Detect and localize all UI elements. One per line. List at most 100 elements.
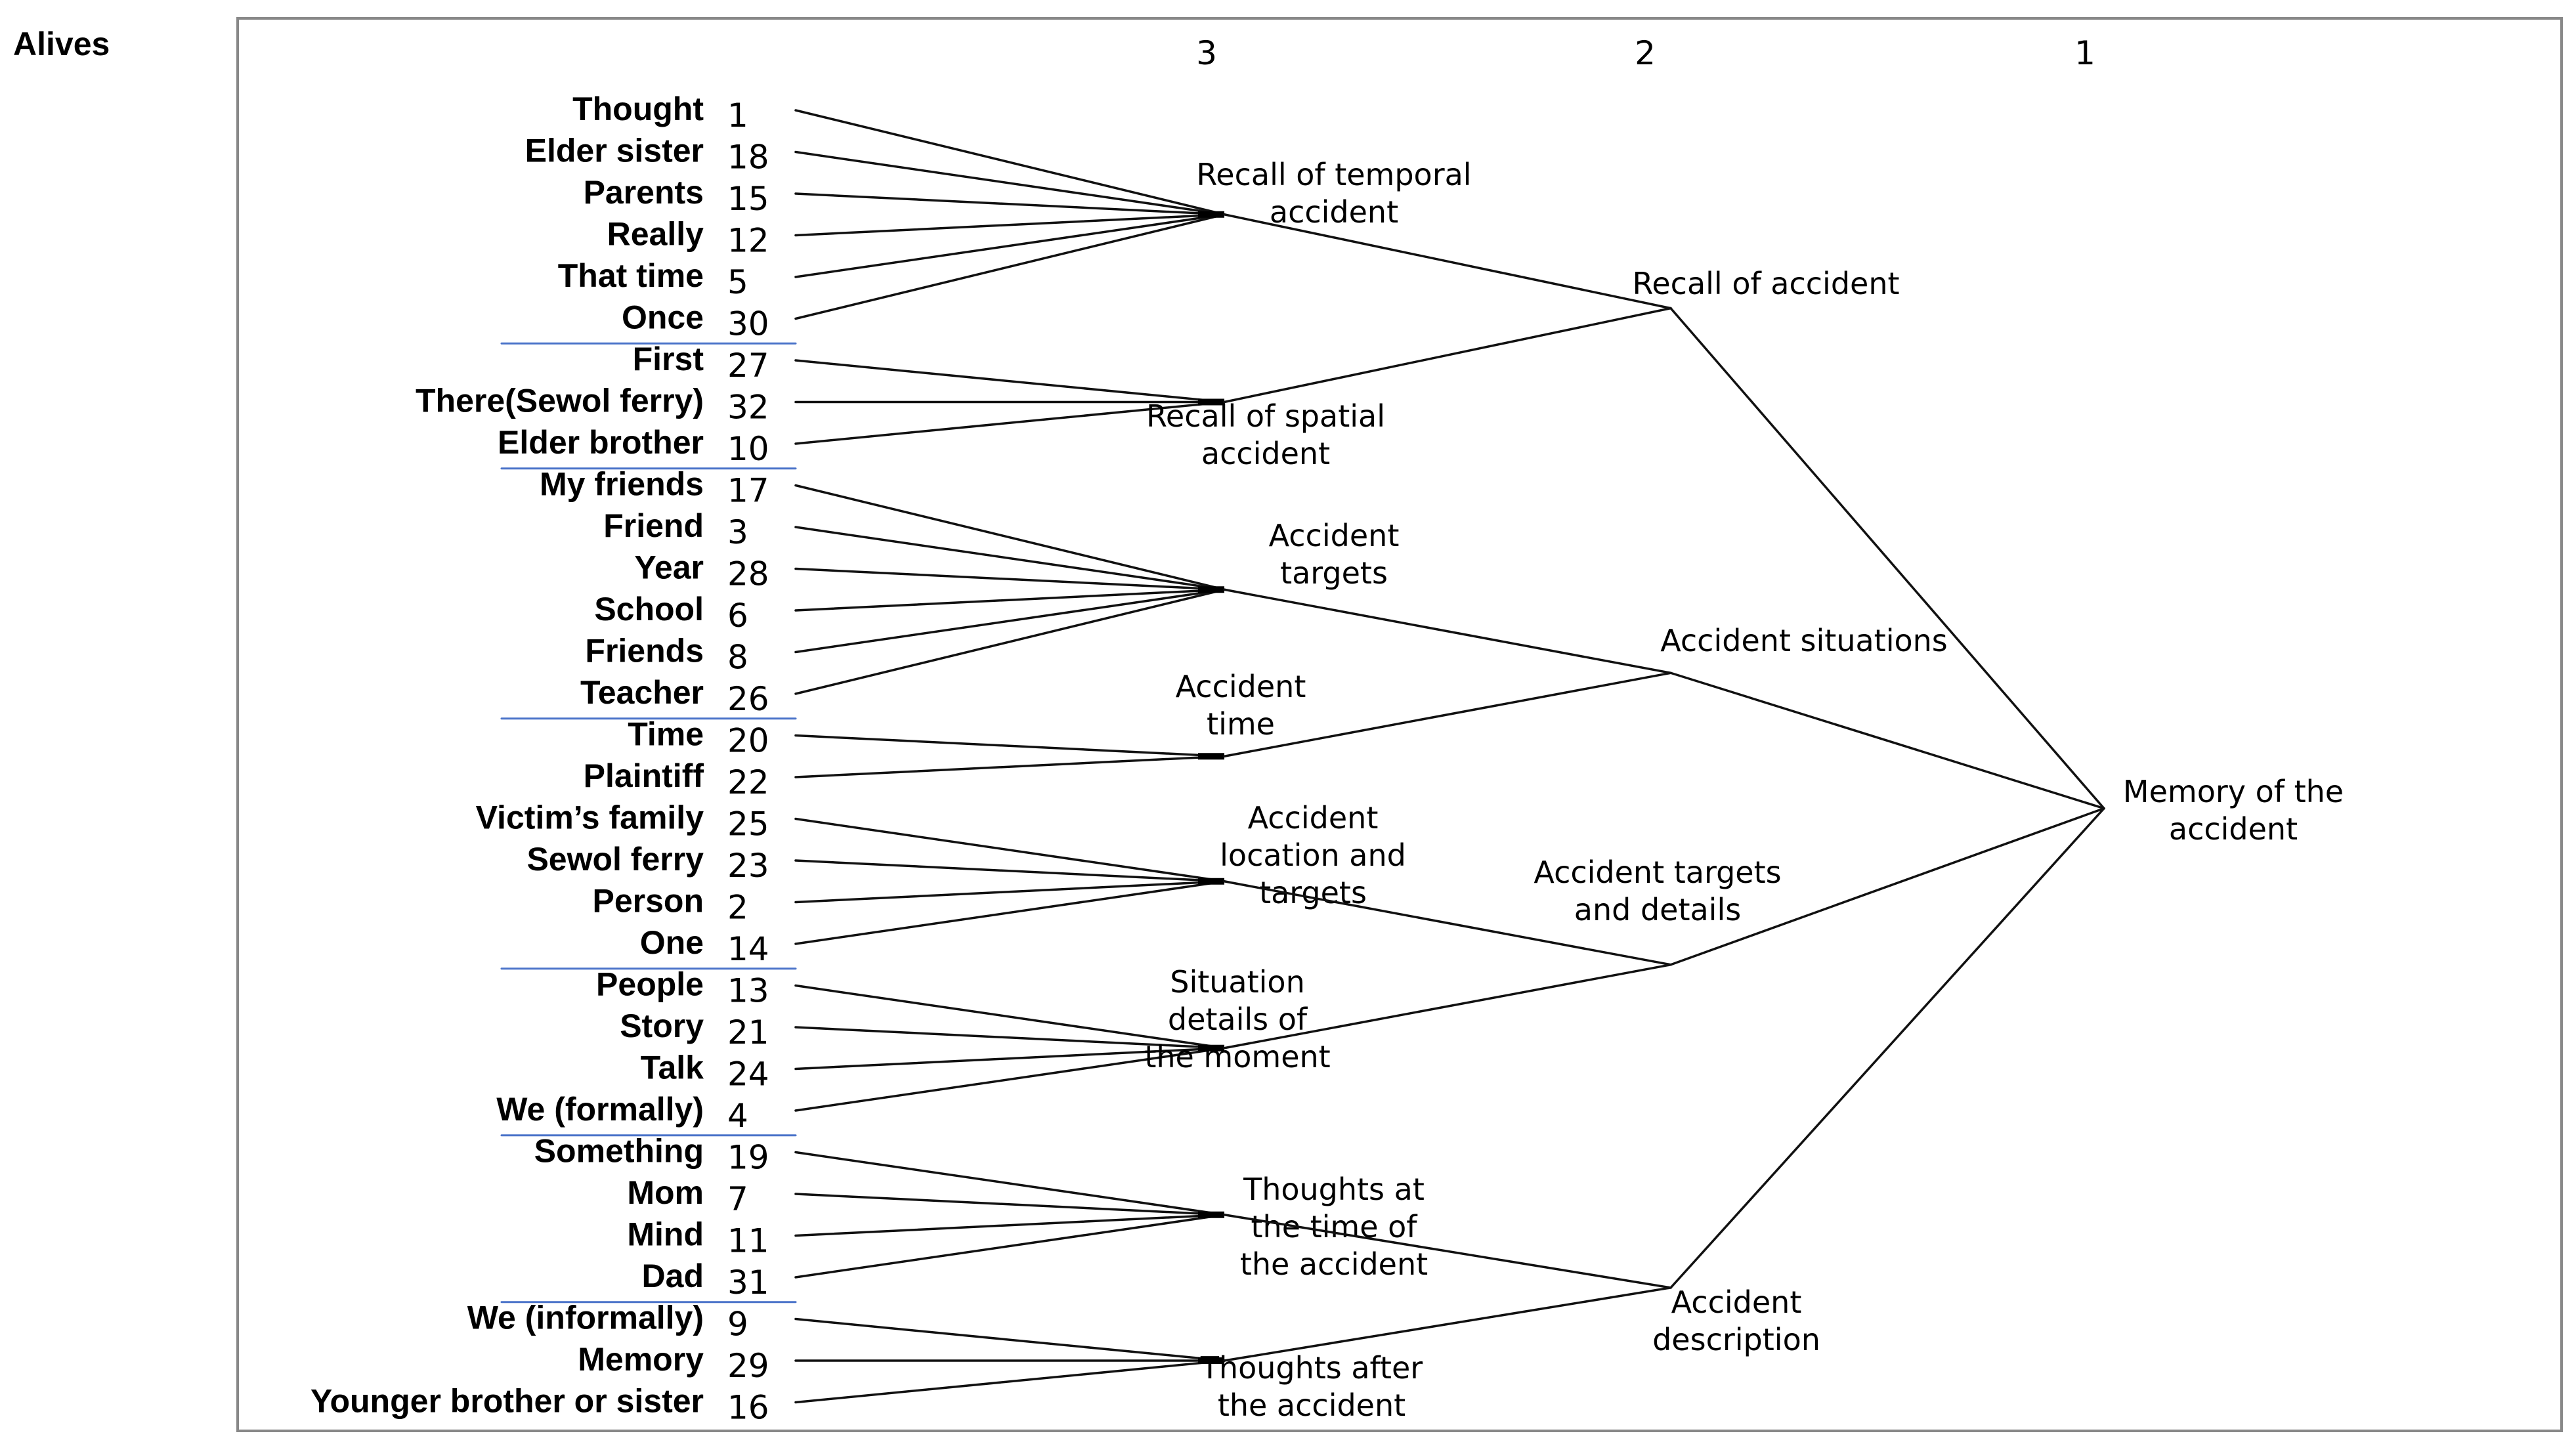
leaf-link [794, 109, 1226, 216]
leaf-link [794, 1151, 1226, 1216]
leaf-number: 6 [727, 597, 748, 635]
leaf-word: Thought [572, 91, 704, 127]
leaf-link [794, 213, 1226, 237]
side-title: Alives [13, 26, 110, 62]
leaf-link [794, 984, 1226, 1050]
leaf-word: Parents [584, 174, 704, 211]
leaf-number: 25 [727, 805, 769, 843]
leaf-link [794, 1047, 1226, 1112]
leaf-number: 14 [727, 930, 769, 968]
leaf-word: We (formally) [496, 1091, 704, 1128]
leaf-word: Something [534, 1133, 704, 1170]
figure-frame [236, 17, 2563, 1432]
leaf-link [794, 400, 1226, 445]
leaf-number: 21 [727, 1013, 769, 1051]
leaf-number: 22 [727, 763, 769, 801]
leaf-link [794, 1026, 1226, 1050]
leaf-word: Memory [578, 1341, 704, 1378]
leaf-number: 23 [727, 847, 769, 885]
leaf-word: People [596, 966, 704, 1003]
leaf-word: First [633, 341, 704, 377]
leaf-word: We (informally) [467, 1300, 704, 1336]
leaf-number: 16 [727, 1389, 769, 1427]
leaf-word: There(Sewol ferry) [416, 383, 704, 419]
leaf-word: Dad [642, 1258, 704, 1294]
leaf-number: 10 [727, 430, 769, 468]
leaf-link [794, 213, 1226, 320]
leaf-link [794, 734, 1226, 757]
leaf-number: 20 [727, 722, 769, 760]
leaf-word: Mind [627, 1216, 704, 1253]
leaf-link [794, 1047, 1226, 1071]
leaf-word: Story [620, 1008, 704, 1044]
level-label-3: 3 [1196, 34, 1217, 72]
leaf-link [794, 150, 1226, 216]
leaf-link [794, 567, 1226, 591]
leaf-link [794, 1214, 1226, 1237]
leaf-number: 28 [727, 555, 769, 593]
leaf-number: 13 [727, 972, 769, 1010]
leaf-word: Once [622, 299, 704, 336]
leaf-number: 30 [727, 305, 769, 343]
leaf-number: 12 [727, 222, 769, 260]
level3-to-level2-link [1223, 1214, 1672, 1289]
leaf-word: Talk [641, 1050, 704, 1086]
leaf-link [794, 484, 1226, 591]
leaf-word: Plaintiff [584, 757, 704, 794]
leaf-word: School [594, 591, 704, 627]
leaf-number: 29 [727, 1347, 769, 1385]
level2-to-root-link [1669, 807, 2105, 1289]
leaf-number: 3 [727, 513, 748, 551]
leaf-link [794, 359, 1226, 404]
leaf-link [794, 588, 1226, 654]
level-label-2: 2 [1635, 34, 1656, 72]
leaf-number: 1 [727, 96, 748, 135]
leaf-link [794, 1359, 1226, 1404]
leaf-word: One [640, 924, 704, 961]
leaf-word: Sewol ferry [526, 841, 704, 878]
leaf-number: 27 [727, 347, 769, 385]
leaf-link [794, 588, 1226, 695]
leaf-word: Mom [627, 1174, 704, 1211]
leaf-link [794, 755, 1226, 778]
leaf-number: 32 [727, 389, 769, 427]
leaf-number: 19 [727, 1139, 769, 1177]
leaf-number: 17 [727, 472, 769, 510]
level2-cluster-label: Accident situations [1660, 623, 1948, 658]
leaf-link [794, 526, 1226, 591]
leaf-number: 26 [727, 680, 769, 718]
leaf-word: Time [628, 716, 704, 753]
leaf-word: Year [634, 549, 704, 586]
level-label-1: 1 [2074, 34, 2095, 72]
leaf-word: Really [607, 216, 704, 253]
leaf-word: That time [558, 257, 704, 294]
leaf-link [794, 213, 1226, 278]
leaf-number: 24 [727, 1055, 769, 1094]
level3-to-level2-link [1223, 213, 1672, 310]
leaf-link [794, 1193, 1226, 1216]
leaf-word: Elder brother [498, 424, 704, 461]
level3-to-level2-link [1223, 671, 1672, 757]
leaf-word: Friend [603, 507, 704, 544]
level3-to-level2-link [1223, 1286, 1672, 1362]
leaf-link [794, 192, 1226, 216]
leaf-word: Person [592, 883, 704, 920]
level2-to-root-link [1669, 671, 2105, 810]
leaf-link [794, 588, 1226, 612]
level3-to-level2-link [1223, 307, 1672, 404]
leaf-word: Teacher [580, 674, 704, 711]
leaf-number: 15 [727, 180, 769, 218]
leaf-word: Friends [585, 633, 704, 669]
level2-cluster-label: Recall of accident [1632, 266, 1899, 301]
